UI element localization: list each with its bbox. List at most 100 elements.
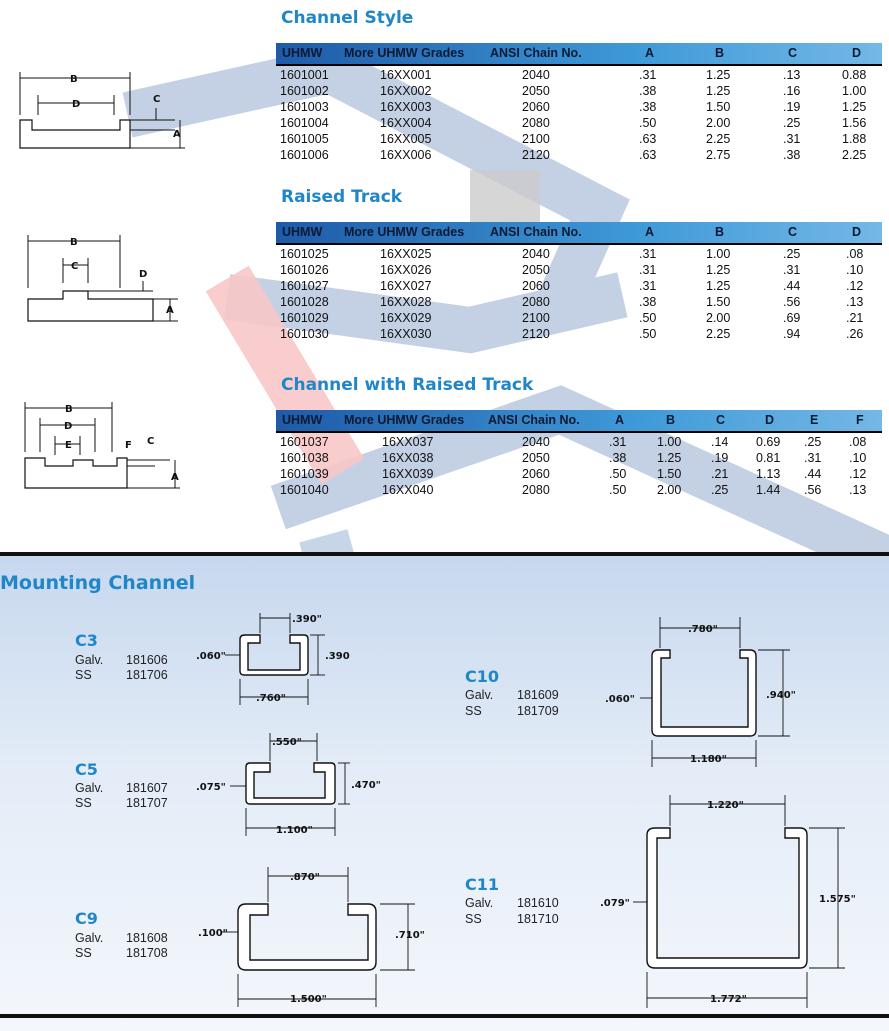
col-c: C (716, 413, 726, 427)
dim-label-e: E (65, 440, 72, 451)
dim-label-a: A (166, 305, 174, 316)
table-cell: .31 (783, 263, 801, 277)
c11-dim-height: 1.575" (819, 894, 856, 905)
table-cell: 0.88 (842, 68, 867, 82)
table-cell: .25 (804, 435, 822, 449)
c5-dim-height: .470" (351, 780, 381, 791)
table-cell: .31 (639, 279, 657, 293)
table-cell: 16XX005 (380, 132, 432, 146)
c10-dim-width: 1.180" (690, 754, 727, 765)
table-cell: .63 (639, 132, 657, 146)
table-cell: 2060 (522, 100, 550, 114)
table-cell: .56 (783, 295, 801, 309)
table-cell: 1601028 (280, 295, 329, 309)
table-cell: 16XX004 (380, 116, 432, 130)
col-uhmw: UHMW (282, 413, 323, 427)
table-cell: .25 (711, 483, 729, 497)
c3-dim-top: .390" (292, 614, 322, 625)
table-cell: 1.25 (706, 279, 731, 293)
c3-dim-thickness: .060" (196, 651, 226, 662)
table-cell: 2.25 (706, 327, 731, 341)
c5-ss-part: 181707 (126, 796, 168, 810)
c5-profile-drawing: .550" .075" .470" 1.100" (196, 733, 381, 836)
c11-dim-top: 1.220" (707, 800, 744, 811)
table-cell: 1601039 (280, 467, 329, 481)
table-cell: 1601027 (280, 279, 329, 293)
table-cell: .26 (846, 327, 864, 341)
c9-dim-width: 1.500" (290, 994, 327, 1005)
table-cell: 1.25 (842, 100, 867, 114)
table-divider (276, 243, 882, 245)
table-cell: 16XX025 (380, 247, 432, 261)
channel-raised-diagram: B D E F C A (24, 402, 180, 489)
dim-label-c: C (147, 436, 154, 447)
c3-galv-label: Galv. (75, 653, 104, 667)
c9-galv-part: 181608 (126, 931, 168, 945)
table-cell: 16XX006 (380, 148, 432, 162)
table-cell: 2.00 (657, 483, 682, 497)
table-cell: 1601002 (280, 84, 329, 98)
dim-label-a: A (171, 472, 179, 483)
col-e: E (810, 413, 819, 427)
table-cell: .44 (783, 279, 801, 293)
c11-profile-drawing: 1.220" .079" 1.575" 1.772" (600, 795, 856, 1008)
c11-dim-thickness: .079" (600, 898, 630, 909)
col-a: A (645, 225, 655, 239)
table-cell: .69 (783, 311, 801, 325)
dim-label-b: B (70, 74, 78, 85)
table-cell: .19 (783, 100, 801, 114)
table-cell: 16XX027 (380, 279, 432, 293)
c5-title: C5 (75, 760, 98, 779)
table-cell: 1.44 (756, 483, 781, 497)
table-cell: .10 (849, 451, 867, 465)
table-cell: 0.81 (756, 451, 781, 465)
c3-dim-height: .390" (325, 651, 350, 662)
table-cell: .13 (849, 483, 867, 497)
table-cell: 2040 (522, 247, 550, 261)
table-cell: 1601040 (280, 483, 329, 497)
table-cell: 16XX002 (380, 84, 432, 98)
mounting-channel-title: Mounting Channel (0, 572, 196, 594)
table-cell: .10 (846, 263, 864, 277)
dim-label-c: C (71, 261, 78, 272)
mounting-channel-panel (0, 552, 889, 1031)
dim-label-b: B (70, 237, 78, 248)
table-cell: .50 (639, 116, 657, 130)
table-cell: 1601029 (280, 311, 329, 325)
c9-ss-label: SS (75, 946, 92, 960)
table-cell: 2.00 (706, 116, 731, 130)
table-cell: 2100 (522, 311, 550, 325)
c3-title: C3 (75, 631, 98, 650)
channel-raised-header: UHMW More UHMW Grades ANSI Chain No. A B… (276, 410, 882, 431)
table-cell: .63 (639, 148, 657, 162)
channel-style-title: Channel Style (281, 8, 414, 28)
table-cell: 1601038 (280, 451, 329, 465)
table-cell: .31 (639, 68, 657, 82)
c3-dim-width: .760" (256, 693, 286, 704)
col-uhmw: UHMW (282, 46, 323, 60)
table-cell: .38 (609, 451, 627, 465)
table-cell: 16XX039 (382, 467, 434, 481)
c11-ss-part: 181710 (517, 912, 559, 926)
table-cell: .08 (849, 435, 867, 449)
table-cell: .31 (639, 247, 657, 261)
table-cell: .21 (846, 311, 864, 325)
c5-galv-label: Galv. (75, 781, 104, 795)
c10-galv-label: Galv. (465, 688, 494, 702)
table-cell: .12 (849, 467, 867, 481)
raised-track-diagram: B C D A (27, 235, 178, 322)
table-cell: .19 (711, 451, 729, 465)
c5-dim-thickness: .075" (196, 782, 226, 793)
col-c: C (788, 225, 798, 239)
table-cell: 1601037 (280, 435, 329, 449)
col-d: D (765, 413, 775, 427)
